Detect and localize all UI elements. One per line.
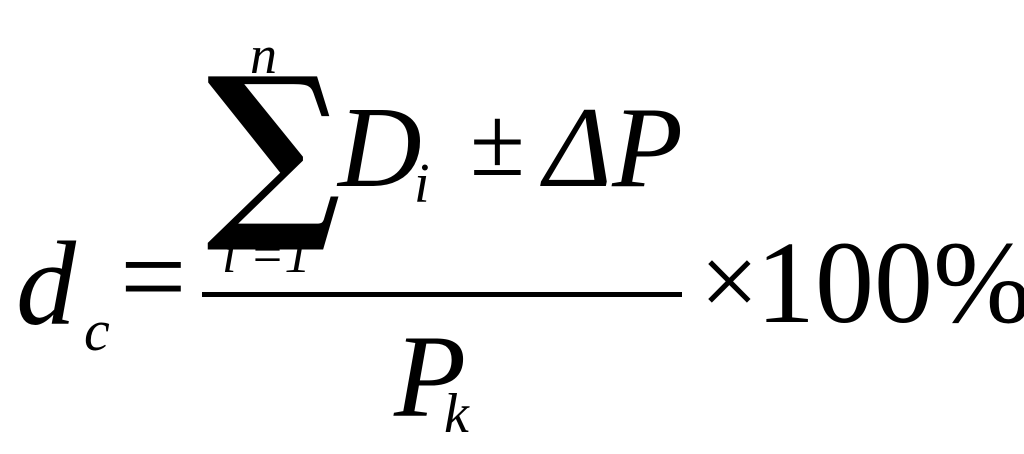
numerator-variable: D: [338, 84, 422, 212]
numerator-subscript: i: [414, 153, 430, 215]
lhs-subscript: c: [84, 298, 110, 363]
sum-upper-limit: n: [250, 25, 277, 85]
lhs-variable: d: [16, 217, 76, 350]
times-sign: ×: [700, 224, 759, 339]
fraction-bar: [202, 292, 682, 297]
summation-symbol: ∑: [206, 35, 342, 258]
plus-minus-sign: ±: [470, 86, 525, 197]
equals-sign: =: [120, 211, 187, 342]
percent-value: 100%: [756, 217, 1024, 348]
delta-term: ΔP: [544, 84, 683, 212]
denominator-subscript: k: [444, 383, 469, 445]
sum-lower-limit: i =1: [222, 227, 311, 284]
denominator-variable: P: [394, 311, 467, 442]
